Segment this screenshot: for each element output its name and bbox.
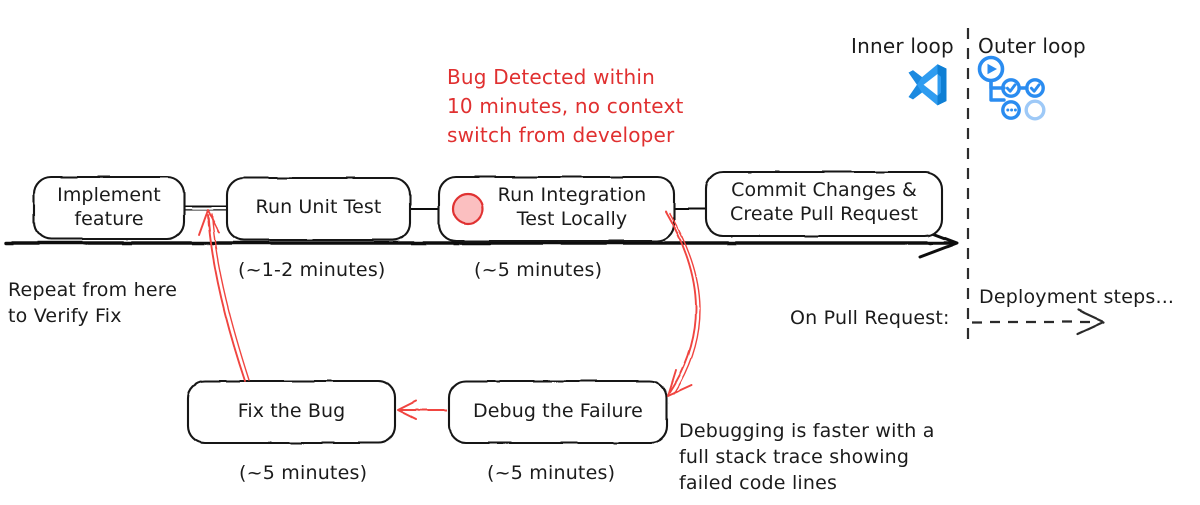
box-run-unit-test [225, 176, 412, 242]
bug-detected-annotation: Bug Detected within 10 minutes, no conte… [447, 65, 684, 147]
duration-run-integration-test: (~5 minutes) [474, 259, 603, 281]
deployment-dashed-arrow [972, 308, 1106, 336]
node-label-commit-changes: Commit Changes & Create Pull Request [729, 179, 918, 225]
outer-loop-label: Outer loop [978, 34, 1086, 58]
box-run-integration-test [437, 175, 676, 243]
node-label-debug-the-failure: Debug the Failure [473, 400, 643, 422]
arrow-fix-to-implement-loopback [198, 209, 250, 382]
box-implement-feature [32, 175, 186, 241]
arrow-debug-to-fix [397, 400, 447, 420]
duration-run-unit-test: (~1-2 minutes) [238, 259, 386, 281]
fix-loop-node-boxes [186, 379, 669, 445]
pipeline-icon [977, 55, 1046, 121]
repeat-from-here-annotation: Repeat from here to Verify Fix [8, 279, 178, 328]
node-label-fix-the-bug: Fix the Bug [237, 400, 346, 422]
inner-loop-label: Inner loop [851, 34, 954, 58]
timeline-node-boxes [32, 170, 944, 243]
debugging-faster-annotation: Debugging is faster with a full stack tr… [679, 420, 935, 495]
node-label-run-unit-test: Run Unit Test [255, 196, 382, 218]
box-fix-the-bug [186, 379, 397, 445]
arrow-integration-to-debug [665, 211, 701, 397]
vscode-icon [908, 64, 947, 106]
deployment-steps-label: Deployment steps... [979, 286, 1175, 308]
node-connectors [182, 205, 707, 211]
node-label-implement-feature: Implement feature [57, 184, 161, 230]
on-pull-request-label: On Pull Request: [790, 307, 950, 329]
node-label-run-integration-test: Run Integration Test Locally [497, 184, 647, 230]
box-commit-changes [704, 170, 944, 238]
duration-debug-the-failure: (~5 minutes) [487, 462, 616, 484]
duration-fix-the-bug: (~5 minutes) [239, 462, 368, 484]
failure-status-dot [451, 192, 485, 226]
box-debug-the-failure [447, 379, 669, 445]
